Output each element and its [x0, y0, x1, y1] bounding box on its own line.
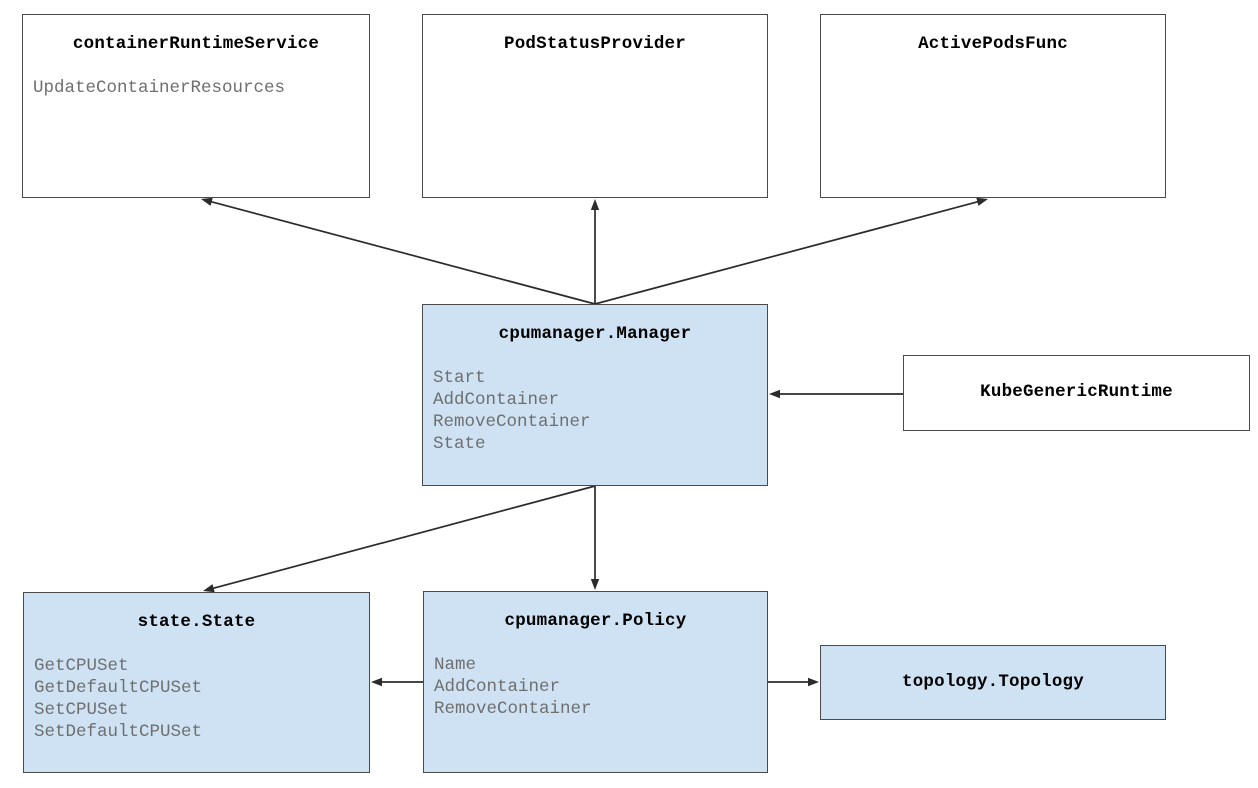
edge-manager-to-stateState	[203, 485, 596, 593]
class-node-title: cpumanager.Manager	[498, 324, 692, 344]
class-node-title: ActivePodsFunc	[918, 34, 1068, 54]
class-node-podStatusProvider: PodStatusProvider	[422, 14, 768, 198]
edge-arrowhead	[590, 199, 600, 210]
class-node-topologyTopology: topology.Topology	[820, 645, 1166, 720]
edge-line	[594, 200, 980, 305]
edge-manager-to-cpumanagerPolicy	[590, 486, 600, 590]
class-node-member: AddContainer	[434, 677, 561, 697]
class-node-kubeGenericRuntime: KubeGenericRuntime	[903, 355, 1250, 431]
class-node-activePodsFunc: ActivePodsFunc	[820, 14, 1166, 198]
edge-arrowhead	[203, 584, 215, 593]
edge-arrowhead	[371, 677, 382, 687]
class-node-member: AddContainer	[433, 390, 560, 410]
class-node-title: topology.Topology	[902, 671, 1084, 692]
class-node-title: KubeGenericRuntime	[980, 382, 1173, 402]
edge-arrowhead	[976, 197, 988, 206]
class-node-member: State	[433, 434, 486, 454]
edge-arrowhead	[590, 579, 600, 590]
class-node-member: RemoveContainer	[433, 412, 591, 432]
edge-line	[209, 200, 596, 305]
edge-line	[211, 485, 596, 590]
class-node-title: cpumanager.Policy	[504, 611, 687, 631]
edge-arrowhead	[808, 677, 819, 687]
class-node-title: PodStatusProvider	[504, 34, 686, 54]
class-node-member: UpdateContainerResources	[33, 78, 286, 98]
edge-manager-to-activePodsFunc	[594, 197, 988, 305]
class-node-title: state.State	[137, 612, 256, 632]
class-node-member: GetCPUSet	[34, 656, 129, 676]
class-node-member: SetCPUSet	[34, 700, 129, 720]
edge-arrowhead	[201, 197, 213, 206]
edge-policy-to-topologyTopology	[768, 677, 819, 687]
class-node-title: containerRuntimeService	[72, 34, 320, 54]
edge-policy-to-stateState	[371, 677, 423, 687]
edge-manager-to-podStatusProvider	[590, 199, 600, 304]
class-node-member: GetDefaultCPUSet	[34, 678, 203, 698]
edge-kubeGenericRuntime-to-manager	[769, 389, 903, 399]
edge-manager-to-containerRuntimeService	[201, 197, 596, 305]
edge-arrowhead	[769, 389, 780, 399]
class-node-member: RemoveContainer	[434, 699, 592, 719]
class-node-member: SetDefaultCPUSet	[34, 722, 203, 742]
class-node-member: Name	[434, 655, 477, 675]
class-node-members: UpdateContainerResources	[33, 77, 361, 99]
class-node-member: Start	[433, 368, 486, 388]
